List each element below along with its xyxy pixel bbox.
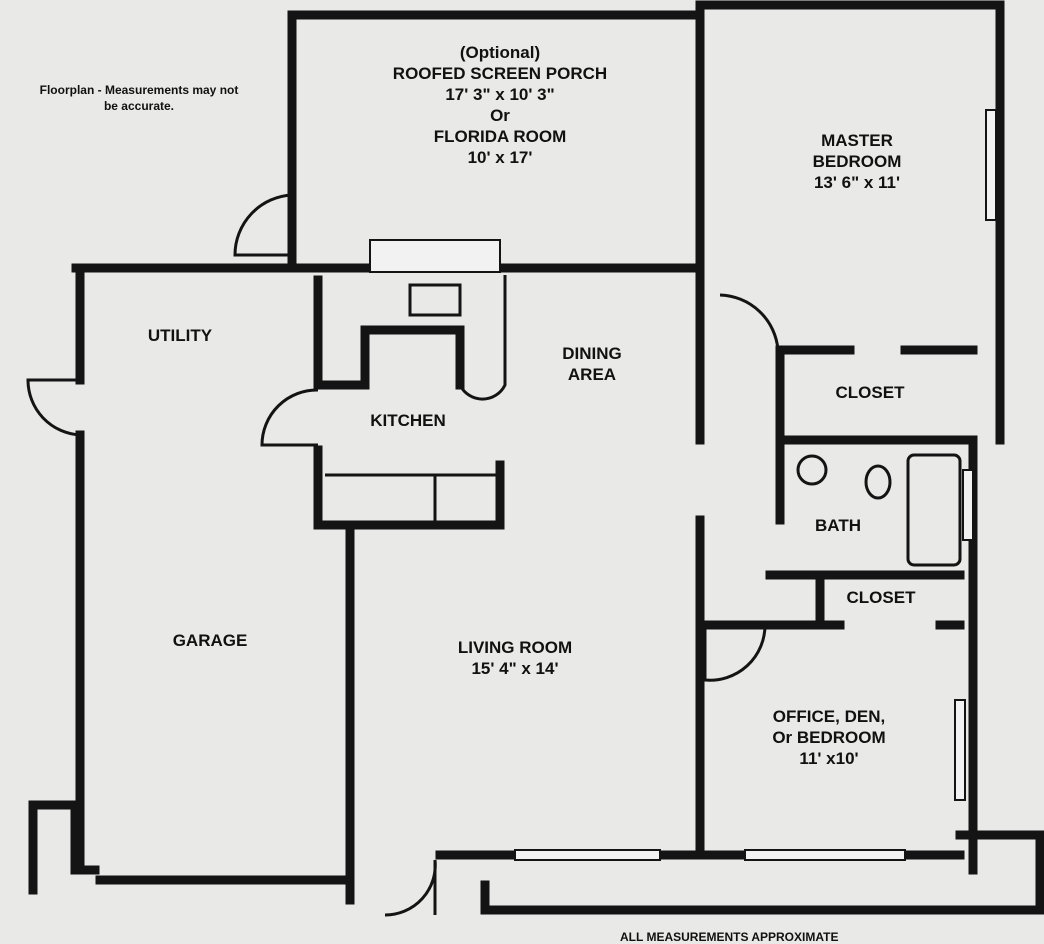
doors (26, 193, 780, 917)
room-label-master-bedroom: MASTER BEDROOM 13' 6" x 11' (813, 130, 902, 193)
fixtures (325, 453, 962, 567)
label-line: AREA (567, 365, 617, 384)
label-line: MASTER (821, 131, 893, 150)
label-line: 15' 4" x 14' (471, 659, 559, 678)
label-line: 11' x10' (799, 749, 859, 768)
room-label-living-room: LIVING ROOM 15' 4" x 14' (458, 637, 572, 679)
windows (369, 109, 997, 861)
room-label-utility: UTILITY (147, 326, 213, 345)
room-label-bath: BATH (815, 516, 861, 535)
room-label-porch: (Optional) ROOFED SCREEN PORCH 17' 3" x … (393, 42, 607, 168)
label-line: BEDROOM (812, 152, 902, 171)
disclaimer-line: Floorplan - Measurements may not (39, 83, 239, 97)
room-label-closet-office: CLOSET (846, 588, 916, 607)
label-line: Or BEDROOM (772, 728, 886, 747)
floorplan-disclaimer: Floorplan - Measurements may not be accu… (14, 82, 264, 114)
footer-note: ALL MEASUREMENTS APPROXIMATE (620, 930, 839, 944)
walls (28, 0, 1044, 915)
room-label-closet-master: CLOSET (835, 383, 905, 402)
room-label-dining: DINING AREA (562, 343, 622, 385)
room-label-kitchen: KITCHEN (370, 411, 446, 430)
room-label-garage: GARAGE (172, 631, 248, 650)
label-line: ROOFED SCREEN PORCH (392, 64, 608, 83)
label-line: LIVING ROOM (457, 638, 573, 657)
label-line: FLORIDA ROOM (433, 127, 567, 146)
label-line: (Optional) (459, 43, 541, 62)
label-line: 10' x 17' (467, 148, 533, 167)
label-line: DINING (562, 344, 622, 363)
label-line: Or (490, 106, 510, 125)
room-label-office: OFFICE, DEN, Or BEDROOM 11' x10' (772, 706, 885, 769)
label-line: 13' 6" x 11' (813, 173, 901, 192)
disclaimer-line: be accurate. (103, 99, 175, 113)
label-line: 17' 3" x 10' 3" (445, 85, 555, 104)
label-line: OFFICE, DEN, (772, 707, 886, 726)
